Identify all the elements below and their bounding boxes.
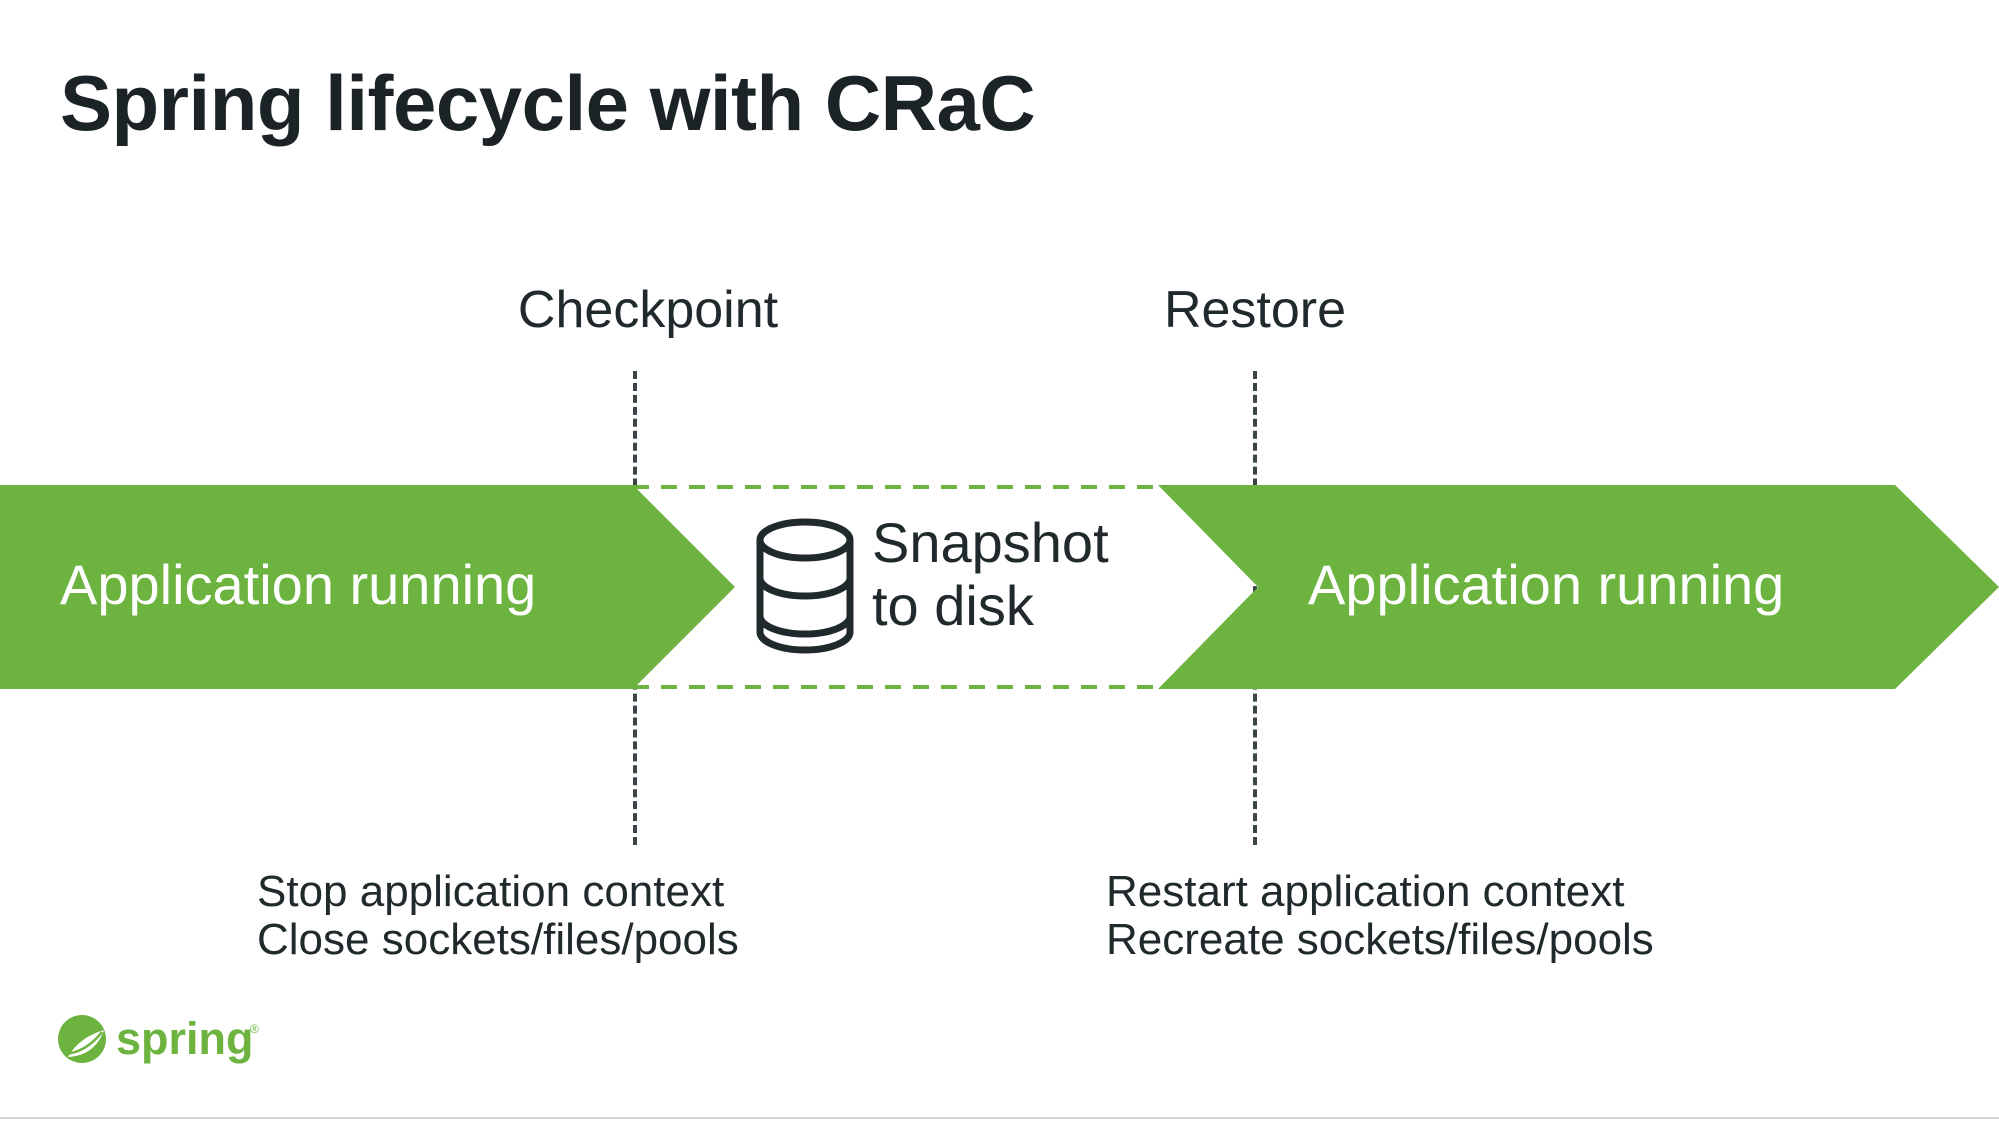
left-running-chevron <box>0 485 735 689</box>
right-running-chevron <box>1158 485 1999 689</box>
spring-wordmark: spring ® <box>116 1013 259 1064</box>
spring-leaf-icon <box>58 1015 106 1063</box>
svg-text:spring: spring <box>116 1013 254 1064</box>
checkpoint-caption: Stop application context Close sockets/f… <box>257 868 739 963</box>
restore-caption-line2: Recreate sockets/files/pools <box>1106 914 1654 964</box>
restore-caption-line1: Restart application context <box>1106 867 1625 916</box>
snapshot-label-line1: Snapshot <box>872 511 1109 574</box>
database-cylinder-icon <box>755 516 855 656</box>
right-phase-label: Application running <box>1308 553 1785 616</box>
band-shapes <box>0 485 1999 689</box>
restore-label: Restore <box>1163 281 1347 339</box>
lifecycle-band <box>0 485 1999 689</box>
spring-logo: spring ® <box>58 1013 268 1065</box>
left-phase-label: Application running <box>60 553 537 616</box>
bottom-divider <box>0 1117 1999 1119</box>
snapshot-label-line2: to disk <box>872 573 1034 637</box>
page-title: Spring lifecycle with CRaC <box>60 59 1036 147</box>
svg-text:®: ® <box>250 1022 259 1036</box>
checkpoint-caption-line1: Stop application context <box>257 867 725 916</box>
checkpoint-label: Checkpoint <box>517 281 779 339</box>
restore-caption: Restart application context Recreate soc… <box>1106 868 1654 963</box>
checkpoint-caption-line2: Close sockets/files/pools <box>257 914 739 964</box>
snapshot-label: Snapshot to disk <box>872 511 1109 637</box>
